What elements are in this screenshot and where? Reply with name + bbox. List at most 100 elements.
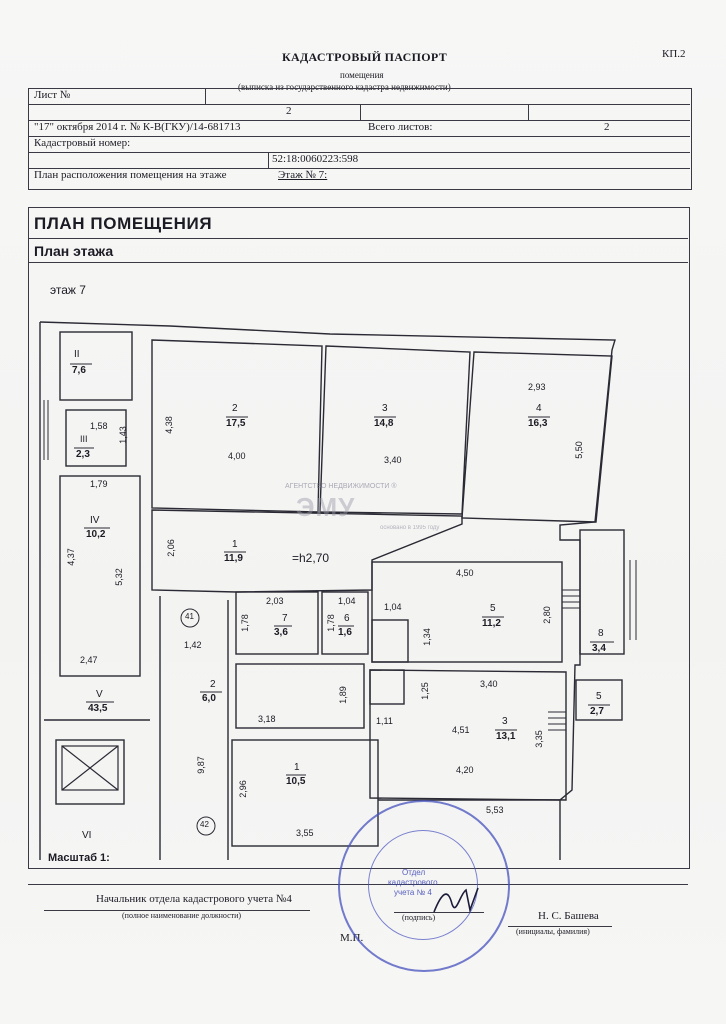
extract-note: (выписка из государственного кадастра не… xyxy=(238,82,451,92)
stamp-line-3: учета № 4 xyxy=(394,888,432,897)
dimension: 4,20 xyxy=(456,765,474,775)
room-1-area: 11,9 xyxy=(224,553,243,564)
room-VI-elevator xyxy=(55,739,125,805)
document-title: КАДАСТРОВЫЙ ПАСПОРТ xyxy=(282,50,447,64)
room-5-small-id: 5 xyxy=(596,691,602,702)
dimension: 9,87 xyxy=(195,756,206,774)
location-label: План расположения помещения на этаже xyxy=(34,169,227,181)
dimension: 1,11 xyxy=(376,716,393,726)
room-II-area: 7,6 xyxy=(72,365,86,376)
dimension: 2,80 xyxy=(541,606,552,624)
ceiling-height: =h2,70 xyxy=(292,551,330,565)
room-V-area: 43,5 xyxy=(88,703,108,714)
dimension: 3,55 xyxy=(296,828,314,838)
elevator-icon xyxy=(61,745,119,791)
dimension: 4,51 xyxy=(452,725,470,735)
room-1-lower xyxy=(231,739,379,847)
stamp-line-2: кадастрового xyxy=(388,878,438,887)
room-8-area: 3,4 xyxy=(592,643,606,654)
watermark-agency: АГЕНТСТВО НЕДВИЖИМОСТИ ® xyxy=(285,483,397,490)
floor-plan-label: План этажа xyxy=(34,243,114,259)
room-7 xyxy=(235,591,319,655)
dimension: 2,03 xyxy=(266,596,284,606)
dimension: 2,06 xyxy=(165,539,176,557)
location-value: Этаж № 7: xyxy=(278,169,328,181)
watermark-brand: ЭМУ xyxy=(296,492,356,522)
dimension: 2,96 xyxy=(237,780,248,798)
room-4 xyxy=(461,351,613,523)
room-5-area: 11,2 xyxy=(482,618,501,629)
room-IV xyxy=(59,475,141,677)
total-sheets-label: Всего листов: xyxy=(368,121,433,133)
dimension: 5,53 xyxy=(486,805,504,815)
date-line: "17" октября 2014 г. № К-В(ГКУ)/14-68171… xyxy=(34,121,241,133)
room-3-id: 3 xyxy=(382,403,388,414)
name-note: (инициалы, фамилия) xyxy=(516,927,590,936)
stamp-line-1: Отдел xyxy=(402,868,426,877)
total-sheets: 2 xyxy=(604,121,610,133)
room-1-id: 1 xyxy=(232,539,238,550)
official-stamp-inner xyxy=(368,830,478,940)
dimension: 4,37 xyxy=(65,548,76,566)
marker-41 xyxy=(180,608,200,628)
room-6-id: 6 xyxy=(344,613,350,624)
dimension: 1,78 xyxy=(325,614,336,632)
dimension: 3,40 xyxy=(384,455,402,465)
dimension: 1,25 xyxy=(419,682,430,700)
room-II-id: II xyxy=(74,349,80,360)
official-stamp xyxy=(338,800,510,972)
dimension: 3,40 xyxy=(480,679,498,689)
room-6-area: 1,6 xyxy=(338,627,352,638)
dimension: 1,89 xyxy=(337,686,348,704)
fraction-lines xyxy=(70,363,614,776)
room-2-id: 2 xyxy=(232,403,238,414)
marker-42-label: 42 xyxy=(200,820,209,829)
room-5-small xyxy=(575,679,623,721)
dimension: 1,34 xyxy=(421,628,432,646)
dimension: 1,04 xyxy=(338,596,356,606)
dimension: 2,47 xyxy=(80,655,98,665)
room-IV-id: IV xyxy=(90,515,100,526)
room-6 xyxy=(321,591,369,655)
watermark-founded: основано в 1995 году xyxy=(380,525,440,531)
room-4-area: 16,3 xyxy=(528,418,548,429)
room-3-area: 14,8 xyxy=(374,418,394,429)
scale-label: Масштаб 1: xyxy=(48,852,110,864)
room-5-id: 5 xyxy=(490,603,496,614)
room-2-lower-area: 6,0 xyxy=(202,693,216,704)
position-note: (полное наименование должности) xyxy=(122,911,242,920)
room-V-id: V xyxy=(96,689,103,700)
room-4-id: 4 xyxy=(536,403,542,414)
dimension: 1,58 xyxy=(90,421,108,431)
dimension: 1,04 xyxy=(384,602,402,612)
room-8 xyxy=(579,529,625,655)
cadastral-number-label: Кадастровый номер: xyxy=(34,137,131,149)
dimension: 1,78 xyxy=(239,614,250,632)
room-1-lower-id: 1 xyxy=(294,762,300,773)
floor-label: этаж 7 xyxy=(50,283,86,297)
room-3-lower-id: 3 xyxy=(502,716,508,727)
room-7-id: 7 xyxy=(282,613,288,624)
room-II xyxy=(59,331,133,401)
sheet-number: 2 xyxy=(286,105,292,117)
dimension: 1,43 xyxy=(117,426,128,444)
room-8-id: 8 xyxy=(598,628,604,639)
dimension: 5,32 xyxy=(113,568,124,586)
cadastral-number: 52:18:0060223:598 xyxy=(272,153,359,165)
room-III-id: III xyxy=(80,434,88,444)
room-1-lower-area: 10,5 xyxy=(286,776,306,787)
room-5 xyxy=(371,561,563,663)
sheet-label: Лист № xyxy=(34,89,71,101)
marker-41-label: 41 xyxy=(185,612,194,621)
room-III xyxy=(65,409,127,467)
room-5-small-area: 2,7 xyxy=(590,706,604,717)
dimension: 3,35 xyxy=(533,730,544,748)
form-code: КП.2 xyxy=(662,48,686,60)
room-2-area: 17,5 xyxy=(226,418,246,429)
dimension: 3,18 xyxy=(258,714,276,724)
dimension: 2,93 xyxy=(528,382,546,392)
dimension: 4,00 xyxy=(228,451,246,461)
dimension: 4,38 xyxy=(163,416,174,434)
